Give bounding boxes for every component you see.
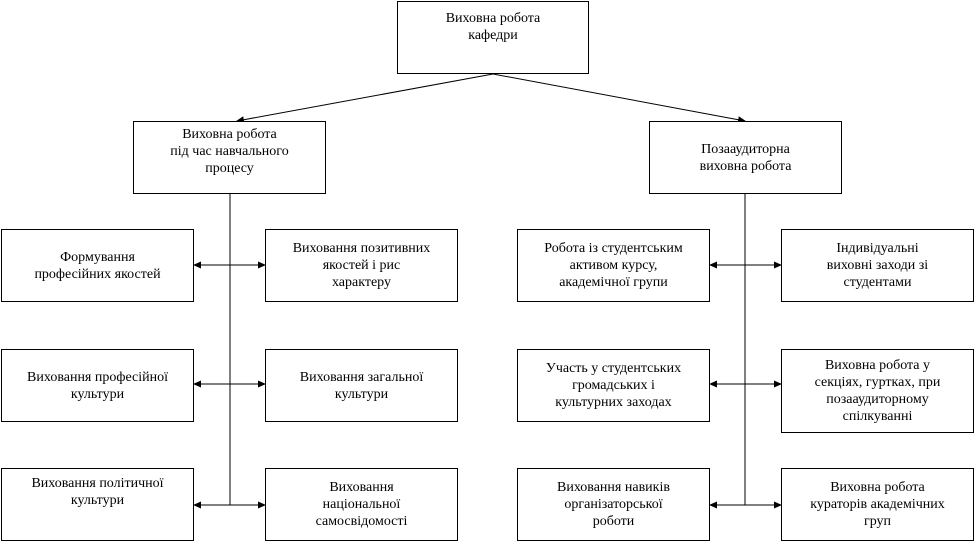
branch-node-in-class: Виховна робота під час навчального проце… — [133, 121, 326, 194]
leaf-label: Виховна робота у секціях, гуртках, при п… — [814, 358, 941, 424]
leaf-label: Індивідуальні виховні заходи зі студента… — [826, 241, 929, 290]
leaf-organizational-skills: Виховання навиків організаторської робот… — [517, 468, 710, 541]
leaf-individual-events: Індивідуальні виховні заходи зі студента… — [781, 229, 974, 302]
root-to-left-arrow — [236, 73, 494, 124]
leaf-label: Формування професійних якостей — [34, 249, 161, 282]
leaf-positive-traits: Виховання позитивних якостей і рис харак… — [265, 229, 458, 302]
root-node-label: Виховна робота кафедри — [445, 11, 541, 43]
leaf-clubs-sections: Виховна робота у секціях, гуртках, при п… — [781, 349, 974, 433]
branch-node-in-class-label: Виховна робота під час навчального проце… — [170, 127, 289, 176]
leaf-label: Виховання загальної культури — [299, 369, 424, 402]
leaf-label: Участь у студентських громадських і куль… — [545, 361, 682, 410]
leaf-curators-work: Виховна робота кураторів академічних гру… — [781, 468, 974, 541]
branch-node-extracurricular-label: Позааудиторна виховна робота — [699, 141, 792, 174]
leaf-label: Виховна робота кураторів академічних гру… — [810, 480, 945, 529]
leaf-label: Виховання позитивних якостей і рис харак… — [292, 241, 431, 290]
leaf-professional-culture: Виховання професійної культури — [1, 349, 194, 422]
branch-node-extracurricular: Позааудиторна виховна робота — [649, 121, 842, 194]
leaf-public-events: Участь у студентських громадських і куль… — [517, 349, 710, 422]
leaf-label: Виховання професійної культури — [27, 369, 168, 402]
leaf-national-identity: Виховання національної самосвідомості — [265, 468, 458, 541]
leaf-label: Виховання навиків організаторської робот… — [557, 480, 670, 529]
leaf-general-culture: Виховання загальної культури — [265, 349, 458, 422]
root-to-right-arrow — [492, 73, 746, 124]
leaf-student-activists: Робота із студентським активом курсу, ак… — [517, 229, 710, 302]
leaf-political-culture: Виховання політичної культури — [1, 468, 194, 541]
leaf-label: Виховання національної самосвідомості — [315, 480, 408, 529]
leaf-professional-qualities: Формування професійних якостей — [1, 229, 194, 302]
leaf-label: Виховання політичної культури — [31, 476, 164, 508]
leaf-label: Робота із студентським активом курсу, ак… — [544, 241, 683, 290]
root-node: Виховна робота кафедри — [397, 1, 589, 74]
